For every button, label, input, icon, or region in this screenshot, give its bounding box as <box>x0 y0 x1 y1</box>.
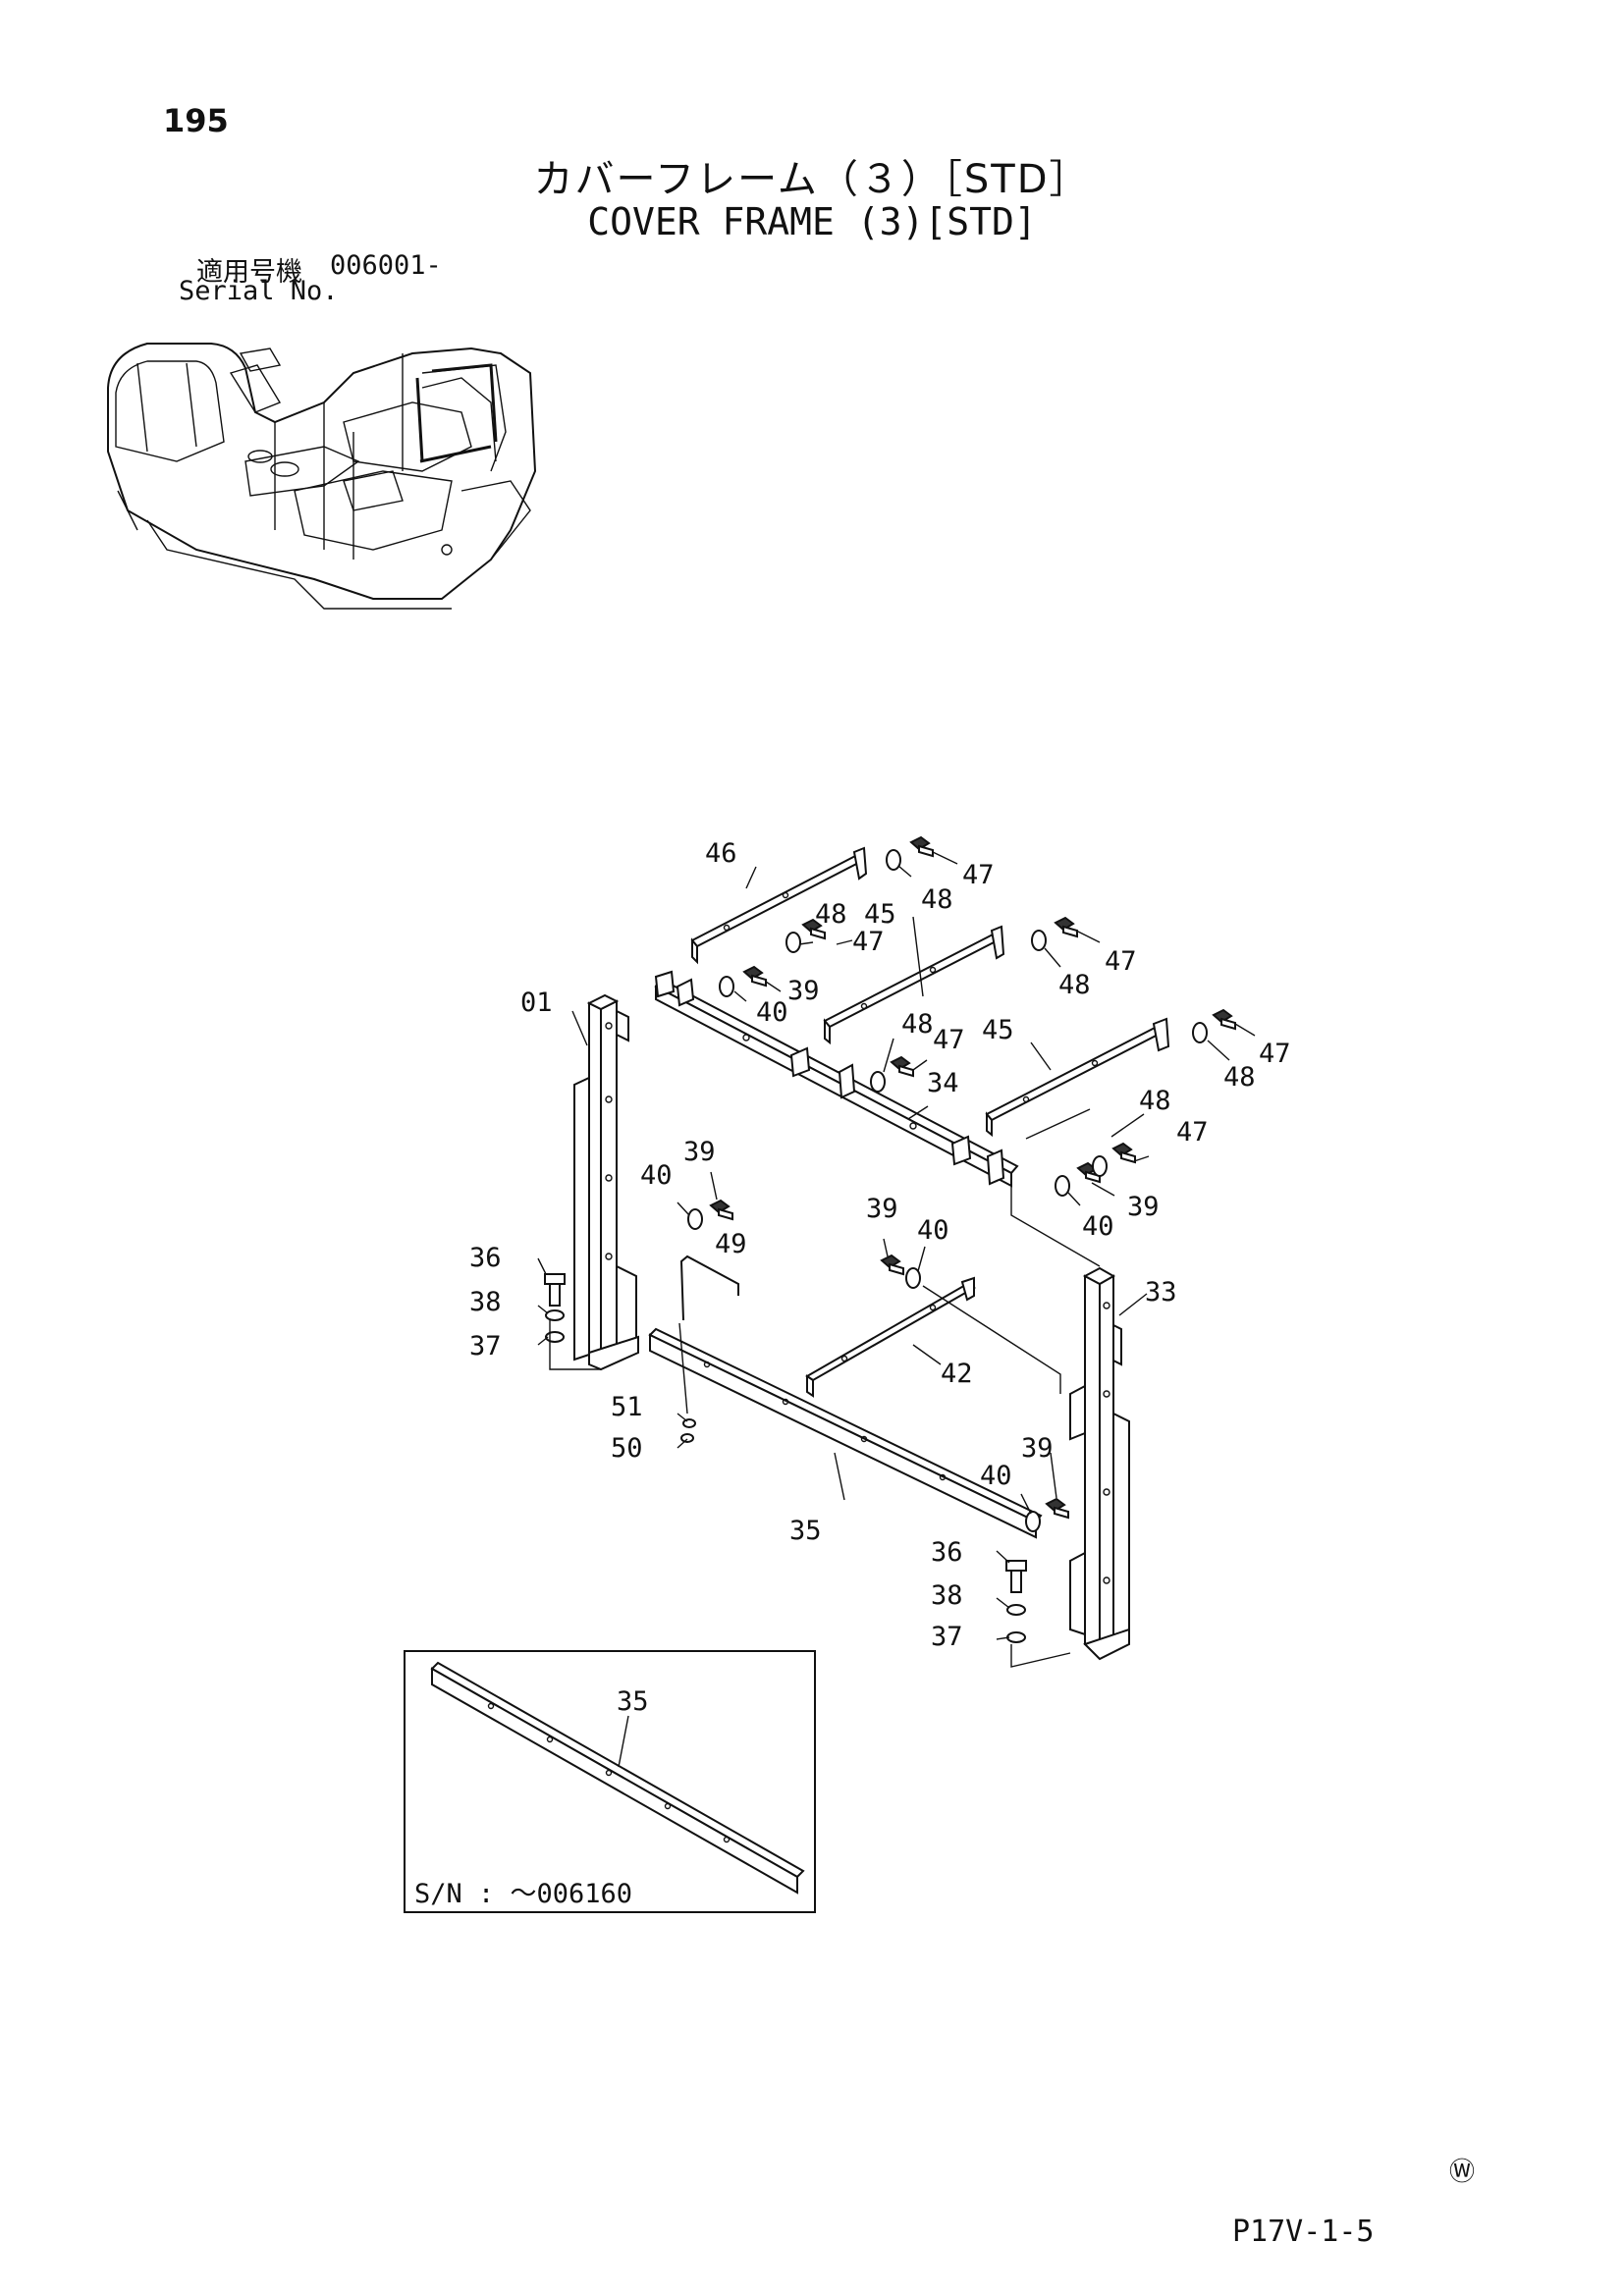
callout-35: 35 <box>789 1516 822 1546</box>
callout-39: 39 <box>866 1194 898 1224</box>
callout-37: 37 <box>931 1622 963 1652</box>
callout-50: 50 <box>611 1433 643 1464</box>
callout-39: 39 <box>1127 1192 1160 1222</box>
inset-callout-35: 35 <box>617 1686 649 1717</box>
serial-label-english: Serial No. <box>179 276 339 306</box>
callout-47: 47 <box>1176 1117 1209 1148</box>
callout-36: 36 <box>469 1243 502 1273</box>
callout-40: 40 <box>1082 1211 1114 1242</box>
callout-45: 45 <box>864 899 896 930</box>
callout-47: 47 <box>962 860 995 890</box>
callout-40: 40 <box>980 1461 1012 1491</box>
serial-range-inset: 35 S/N : ～006160 <box>404 1650 816 1913</box>
callout-38: 38 <box>931 1580 963 1611</box>
serial-number-value: 006001- <box>330 250 442 281</box>
page-number: 195 <box>163 102 229 139</box>
callout-48: 48 <box>1058 970 1091 1000</box>
excavator-locator-illustration <box>107 343 537 610</box>
callout-labels: 46 47 48 48 45 47 47 48 01 39 40 48 47 4… <box>469 838 1291 1652</box>
callout-45: 45 <box>982 1015 1014 1045</box>
cover-frame-exploded-view: 46 47 48 48 45 47 47 48 01 39 40 48 47 4… <box>469 835 1291 1668</box>
callout-47: 47 <box>1105 946 1137 977</box>
callout-40: 40 <box>917 1215 949 1246</box>
callout-51: 51 <box>611 1392 643 1422</box>
callout-40: 40 <box>640 1160 673 1191</box>
part-35-bottom-bar <box>648 1327 1043 1539</box>
callout-36: 36 <box>931 1537 963 1568</box>
callout-40: 40 <box>756 997 788 1028</box>
page-code: P17V-1-5 <box>1232 2215 1375 2249</box>
hardware-fasteners <box>544 835 1236 1643</box>
callout-33: 33 <box>1145 1277 1177 1308</box>
callout-42: 42 <box>941 1359 973 1389</box>
part-46-bracket <box>690 846 868 965</box>
callout-48: 48 <box>1223 1062 1256 1093</box>
callout-39: 39 <box>787 976 820 1006</box>
callout-38: 38 <box>469 1287 502 1317</box>
callout-47: 47 <box>1259 1039 1291 1069</box>
callout-47: 47 <box>933 1025 965 1055</box>
callout-39: 39 <box>1021 1433 1054 1464</box>
callout-49: 49 <box>715 1229 747 1259</box>
callout-48: 48 <box>901 1009 934 1040</box>
callout-01: 01 <box>520 988 553 1018</box>
callout-48: 48 <box>1139 1086 1171 1116</box>
part-35-old-bottom-bar <box>430 1661 805 1895</box>
callout-46: 46 <box>705 838 737 869</box>
part-01-left-post <box>573 993 639 1371</box>
page-title-japanese: カバーフレーム（３）［STD］ <box>533 157 1091 202</box>
callout-47: 47 <box>852 927 885 957</box>
inset-serial-range: S/N : ～006160 <box>414 1879 632 1909</box>
part-33-right-post <box>1069 1266 1130 1661</box>
callout-34: 34 <box>927 1068 959 1098</box>
part-45-bracket-upper <box>823 925 1005 1045</box>
copyright-mark: Ⓦ <box>1449 2158 1476 2187</box>
page-title-english: COVER FRAME (3)[STD] <box>587 200 1037 243</box>
part-49-handle <box>679 1255 739 1321</box>
part-45-bracket-lower <box>985 1017 1170 1140</box>
part-34-top-beam <box>654 970 1019 1188</box>
callout-39: 39 <box>683 1137 716 1167</box>
serial-label-japanese: 適用号機 <box>196 257 302 288</box>
callout-48: 48 <box>921 884 953 915</box>
callout-37: 37 <box>469 1331 502 1362</box>
callout-48: 48 <box>815 899 847 930</box>
part-42-brace <box>805 1276 977 1398</box>
leader-lines <box>537 851 1256 1668</box>
